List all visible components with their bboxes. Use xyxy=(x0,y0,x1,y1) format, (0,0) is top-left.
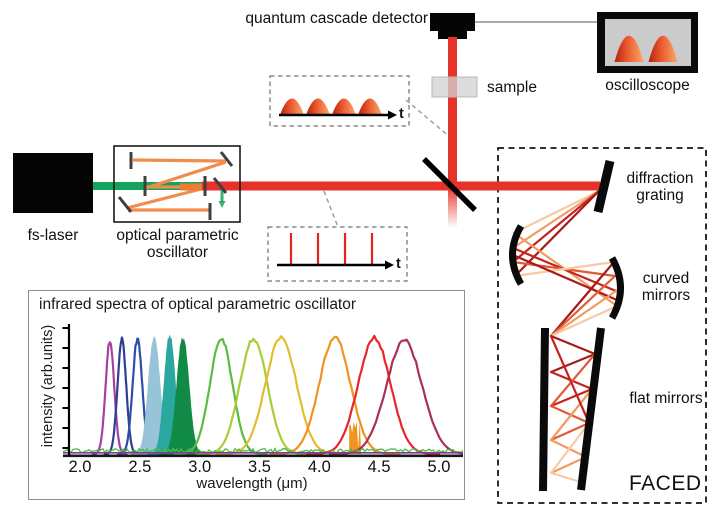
opo-mirrors xyxy=(117,151,234,220)
svg-text:4.5: 4.5 xyxy=(368,458,391,476)
label-time-axis-bottom: t xyxy=(396,256,401,272)
label-curved-mirrors: curved mirrors xyxy=(641,270,691,305)
label-flat-mirrors: flat mirrors xyxy=(629,390,703,407)
svg-text:2.0: 2.0 xyxy=(69,458,92,476)
svg-text:3.0: 3.0 xyxy=(188,458,211,476)
svg-text:4.0: 4.0 xyxy=(308,458,331,476)
chart-title: infrared spectra of optical parametric o… xyxy=(39,296,357,313)
ir-beam-fading-tail xyxy=(448,188,457,228)
label-opo: optical parametric oscillator xyxy=(116,227,239,262)
svg-text:5.0: 5.0 xyxy=(428,458,451,476)
flat-mirror-left xyxy=(539,327,549,492)
label-faced: FACED xyxy=(629,472,702,495)
faced-rays xyxy=(511,189,619,485)
smooth-pulse-inset-frame xyxy=(269,75,410,127)
spike-pulse-train xyxy=(289,233,374,265)
label-quantum-cascade-detector: quantum cascade detector xyxy=(245,10,428,27)
diffraction-grating-mirror xyxy=(593,159,615,214)
label-fs-laser: fs-laser xyxy=(27,227,79,244)
label-oscilloscope: oscilloscope xyxy=(605,77,690,94)
label-diffraction-grating: diffraction grating xyxy=(626,170,694,205)
flat-mirror-right xyxy=(577,327,605,491)
faced-module-frame xyxy=(497,147,707,504)
chart-x-axis-label: wavelength (μm) xyxy=(196,475,308,492)
label-time-axis-top: t xyxy=(399,106,404,122)
smooth-pulse-train xyxy=(280,98,382,115)
fs-laser-box xyxy=(13,153,93,213)
spectra-chart: 2.0 2.5 3.0 3.5 4.0 4.5 5.0 infrared spectra o… xyxy=(28,290,465,500)
svg-text:2.5: 2.5 xyxy=(128,458,151,476)
detector-box xyxy=(430,13,475,39)
curved-mirror-right xyxy=(608,256,624,320)
oscilloscope-box xyxy=(597,12,698,73)
sample-box xyxy=(431,76,478,98)
spectra-chart-canvas: 2.0 2.5 3.0 3.5 4.0 4.5 5.0 xyxy=(62,324,463,476)
label-sample: sample xyxy=(487,79,537,96)
green-leak-arrowhead xyxy=(218,201,226,208)
beam-splitter xyxy=(422,157,477,212)
connector-bottom-inset xyxy=(323,190,339,228)
curved-mirror-left xyxy=(509,224,525,286)
opo-box xyxy=(113,145,241,223)
svg-text:3.5: 3.5 xyxy=(248,458,271,476)
smooth-pulse-axis xyxy=(279,110,397,120)
spike-pulse-axis xyxy=(277,260,394,270)
oscilloscope-trace xyxy=(614,35,678,62)
spike-pulse-inset-frame xyxy=(267,226,408,282)
connector-top-inset xyxy=(405,99,452,139)
chart-y-axis-label: intensity (arb.units) xyxy=(40,324,56,448)
